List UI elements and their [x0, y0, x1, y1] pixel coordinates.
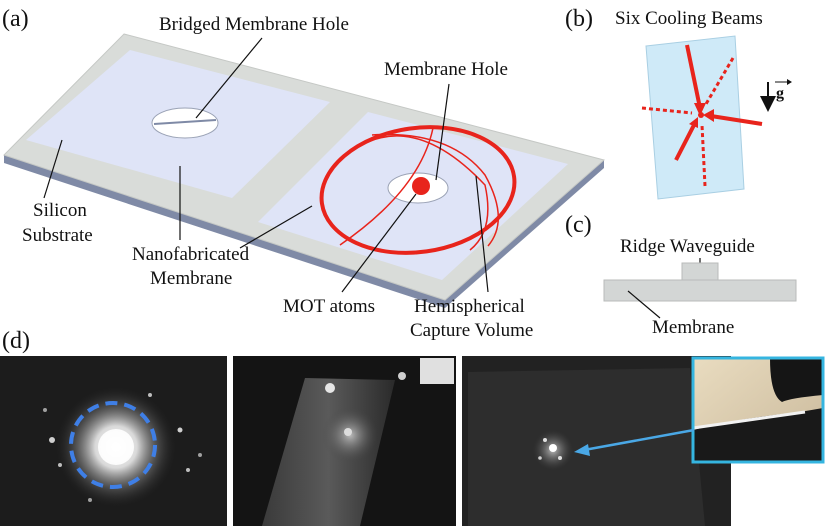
leader-silicon [43, 139, 63, 199]
beam-solid-3 [674, 124, 696, 161]
hemisphere-arc-2 [371, 133, 500, 247]
beam-dashed-3 [700, 124, 707, 187]
panel-b: (b) Six Cooling Beams g [565, 6, 792, 200]
label-ridge-waveguide: Ridge Waveguide [620, 236, 755, 257]
label-capture-volume: Capture Volume [410, 320, 533, 341]
beam-arrowhead-3 [689, 117, 698, 128]
beam-arrowhead-2 [703, 109, 714, 122]
label-nano-membrane: Membrane [150, 268, 232, 289]
leader-hemi [475, 175, 489, 293]
panel-b-sheet [645, 35, 745, 200]
leader-membrane-c [627, 290, 661, 319]
leader-mot [341, 193, 417, 293]
panel-a-label: (a) [2, 6, 29, 32]
beam-solid-1 [685, 44, 702, 109]
inset-pointer-arrow [583, 428, 695, 452]
label-mot-atoms: MOT atoms [283, 296, 375, 317]
panel-d: (d) [0, 328, 825, 526]
label-six-cooling-beams: Six Cooling Beams [615, 8, 763, 29]
membrane-bridge [153, 119, 217, 125]
gravity-label: g [776, 85, 784, 102]
leader-nano-2 [239, 205, 313, 249]
gravity-vector-tip [787, 79, 792, 85]
mot-atoms-dot [412, 177, 430, 195]
panel-a: (a) Bridged Membrane Hole Membrane Hole … [2, 6, 606, 341]
beam-solid-2 [710, 114, 763, 126]
hemisphere-arc-3 [339, 127, 434, 246]
hemisphere-arc-1 [329, 135, 489, 251]
label-substrate: Substrate [22, 225, 93, 246]
mot-dashed-circle [69, 401, 157, 489]
leader-membrane-hole [435, 83, 450, 181]
beam-dashed-1 [704, 57, 735, 105]
panel-c-label: (c) [565, 212, 592, 238]
beam-center [698, 112, 704, 118]
beam-dashed-2 [641, 106, 693, 115]
waveguide-inset [691, 356, 825, 464]
mot-image-3 [462, 356, 825, 526]
inset-border [691, 356, 825, 464]
label-hemispherical: Hemispherical [414, 296, 525, 317]
label-membrane-c: Membrane [652, 317, 734, 338]
membrane-slab [603, 279, 797, 302]
mot-image-1 [0, 356, 227, 526]
mot-image-2 [233, 356, 456, 526]
label-nanofabricated: Nanofabricated [132, 244, 250, 265]
beam-arrowhead-1 [694, 103, 706, 116]
label-bridged-membrane-hole: Bridged Membrane Hole [159, 14, 349, 35]
label-membrane-hole: Membrane Hole [384, 59, 508, 80]
panel-d-label: (d) [2, 328, 30, 354]
panel-c: (c) Ridge Waveguide Membrane [565, 212, 797, 338]
inset-pointer-arrowhead [574, 444, 590, 456]
leader-bridged-hole [195, 37, 263, 119]
hemisphere-rim [319, 125, 517, 255]
ridge-waveguide [681, 262, 719, 282]
panel-b-label: (b) [565, 6, 593, 32]
label-silicon: Silicon [33, 200, 87, 221]
